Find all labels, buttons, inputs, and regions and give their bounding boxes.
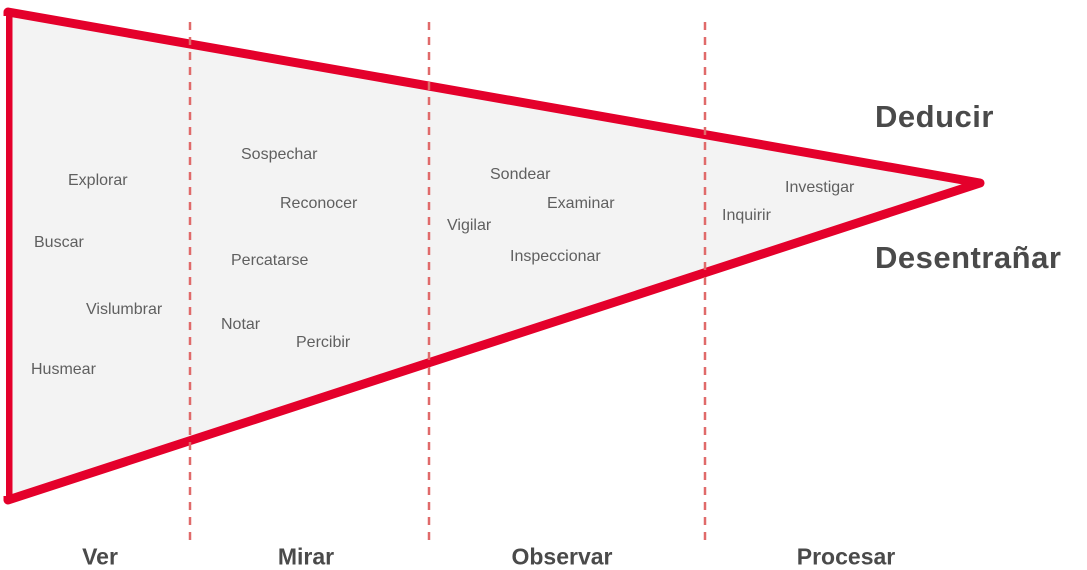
word-husmear: Husmear	[31, 361, 96, 378]
word-buscar: Buscar	[34, 234, 84, 251]
word-investigar: Investigar	[785, 179, 855, 196]
stage-label-observar: Observar	[511, 543, 613, 570]
word-vigilar: Vigilar	[447, 217, 492, 234]
word-inspeccionar: Inspeccionar	[510, 248, 601, 265]
outcome-desentranar: Desentrañar	[875, 240, 1062, 275]
stage-label-ver: Ver	[82, 543, 118, 570]
word-reconocer: Reconocer	[280, 195, 358, 212]
funnel-shape	[3, 7, 985, 505]
stage-label-procesar: Procesar	[796, 543, 896, 570]
left-edge-cover	[0, 16, 6, 496]
outcome-deducir: Deducir	[875, 99, 994, 134]
word-notar: Notar	[221, 316, 261, 333]
word-examinar: Examinar	[547, 195, 615, 212]
word-sospechar: Sospechar	[241, 146, 318, 163]
word-vislumbrar: Vislumbrar	[86, 301, 163, 318]
word-inquirir: Inquirir	[722, 207, 771, 224]
word-percatarse: Percatarse	[231, 252, 309, 269]
word-percibir: Percibir	[296, 334, 351, 351]
word-sondear: Sondear	[490, 166, 551, 183]
word-explorar: Explorar	[68, 172, 128, 189]
stage-label-mirar: Mirar	[277, 543, 335, 570]
